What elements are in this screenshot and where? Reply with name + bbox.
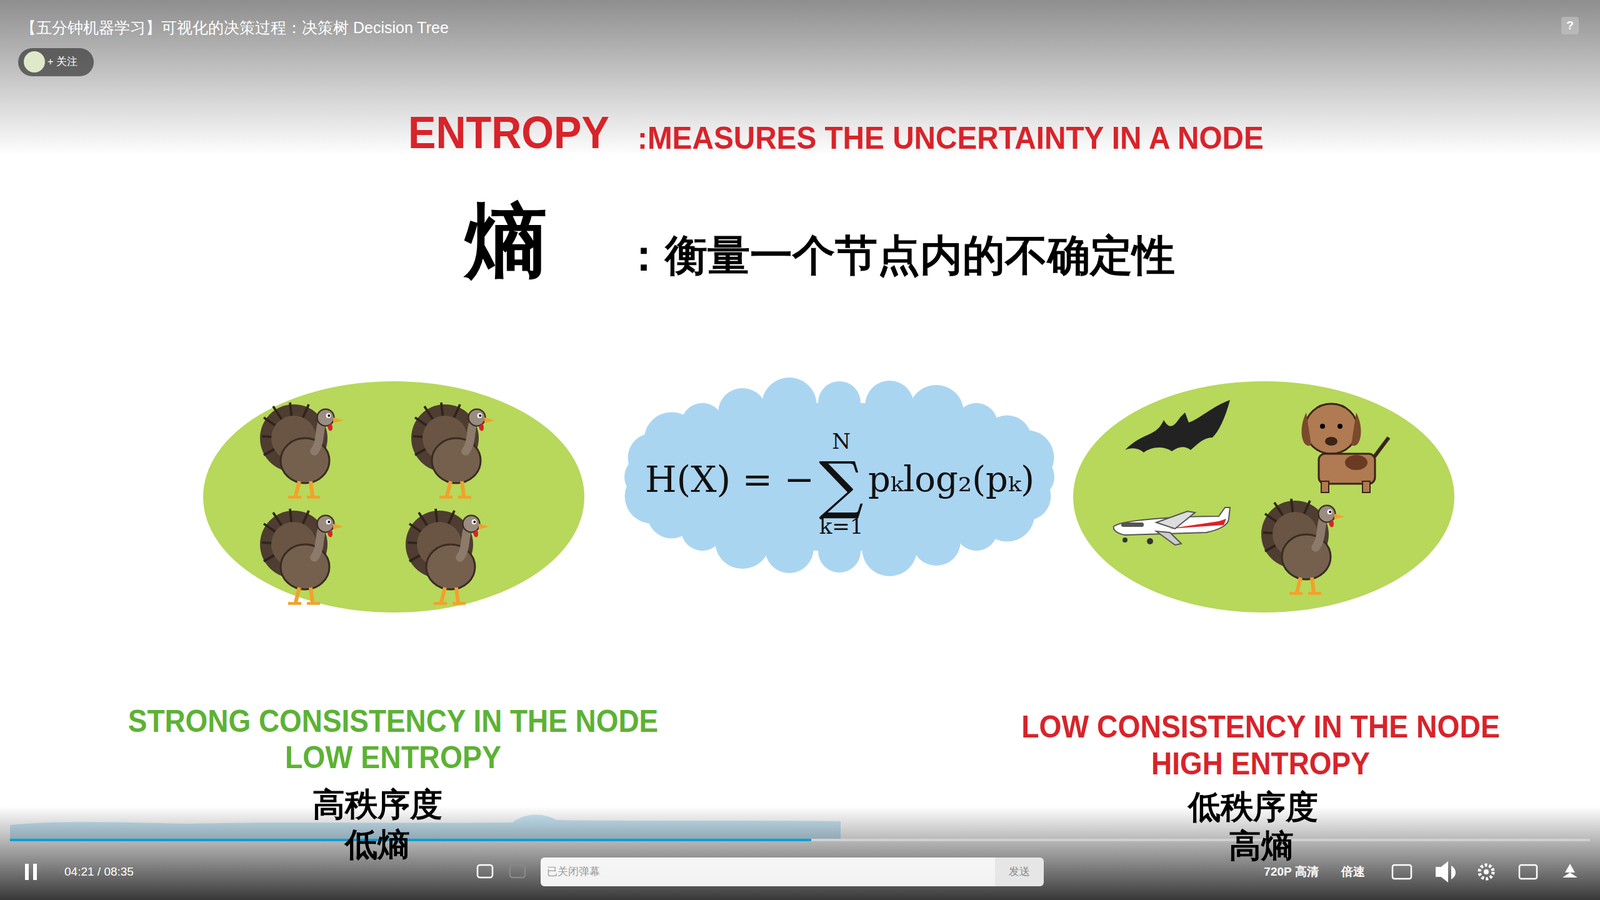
dog [1301, 403, 1389, 493]
caption-en: LOW ENTROPY [285, 740, 502, 777]
slide-title: ENTROPY [408, 106, 610, 159]
formula-cloud: H(X) = −N∑k=1pₖlog₂(pₖ) [619, 377, 1060, 577]
progress-track [10, 838, 1590, 842]
progress-played [10, 838, 812, 842]
turkey [1261, 498, 1345, 594]
danmaku-settings-icon [510, 865, 525, 878]
time-display: 04:21 / 08:35 [64, 865, 134, 879]
caption-en: LOW CONSISTENCY IN THE NODE [1021, 709, 1500, 746]
caption-zh: 高熵 [1228, 827, 1294, 865]
quality-label: 720P 高清 [1263, 865, 1319, 879]
entropy-char: 熵 [465, 193, 548, 289]
danmaku-icon [477, 865, 493, 878]
volume-icon [1436, 862, 1455, 882]
avatar [23, 51, 45, 73]
node-ellipse [203, 381, 585, 613]
subtitle-zh: ：衡量一个节点内的不确定性 [622, 230, 1175, 280]
subtitle-icon [1392, 865, 1412, 879]
turkey [260, 508, 344, 604]
settings-icon [1483, 869, 1489, 875]
caption-en: HIGH ENTROPY [1151, 746, 1370, 783]
pause-icon [25, 863, 29, 880]
caption-zh: 低熵 [345, 826, 410, 864]
sum-lower: k=1 [819, 514, 864, 539]
formula-lhs: H(X) = − [645, 458, 815, 501]
danmaku-input [540, 857, 995, 887]
help-mark: ? [1566, 18, 1574, 33]
subtitle-en: :MEASURES THE UNCERTAINTY IN A NODE [637, 120, 1264, 157]
turkey [411, 402, 495, 498]
caption-zh: 高秩序度 [312, 786, 443, 824]
turkey [405, 508, 490, 604]
send-label: 发送 [1008, 865, 1030, 879]
settings-icon [1479, 865, 1494, 879]
speed-label: 倍速 [1341, 865, 1365, 879]
pause-icon [33, 863, 37, 880]
caption-en: STRONG CONSISTENCY IN THE NODE [128, 703, 659, 740]
formula-term: pₖlog₂(pₖ) [868, 459, 1035, 500]
input-placeholder: 已关闭弹幕 [546, 865, 600, 879]
airplane [1113, 507, 1230, 545]
bat [1125, 400, 1230, 453]
fullscreen-icon [1562, 863, 1578, 878]
turkey [260, 402, 344, 498]
sum-symbol: ∑ [818, 448, 864, 521]
follow-label: + 关注 [47, 55, 79, 69]
video-title: 【五分钟机器学习】可视化的决策过程：决策树 Decision Tree [20, 18, 449, 37]
caption-zh: 低秩序度 [1188, 788, 1319, 827]
node-ellipse [1073, 381, 1455, 613]
widescreen-icon [1519, 865, 1537, 879]
